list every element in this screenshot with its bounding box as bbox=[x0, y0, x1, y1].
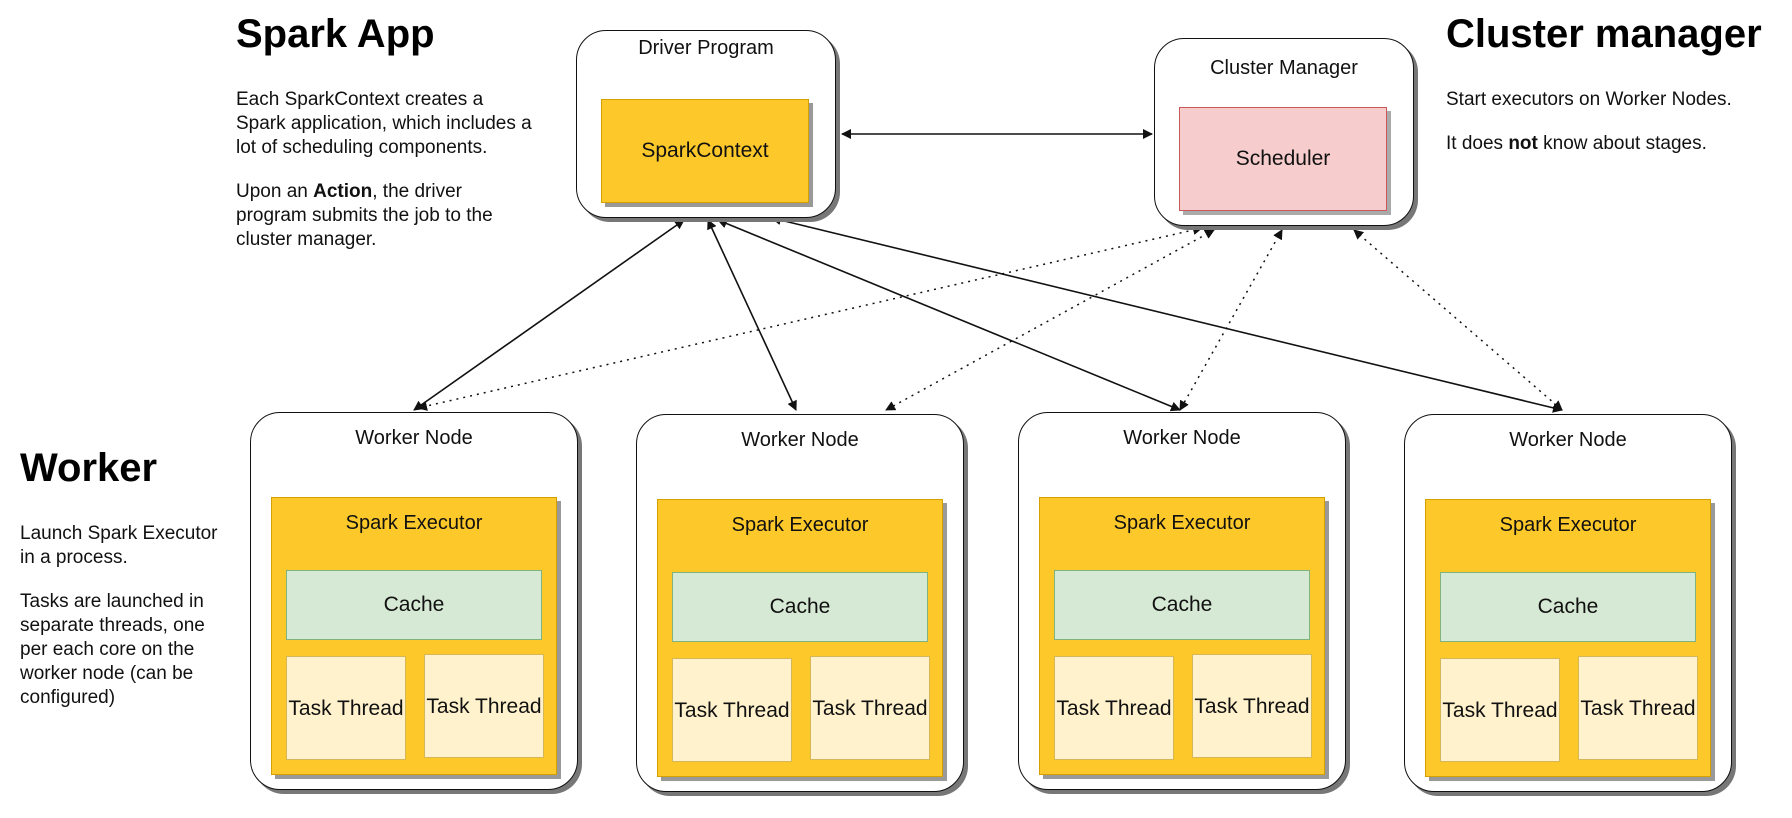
arrow-driver-worker-2 bbox=[707, 219, 797, 411]
cache-label: Cache bbox=[1537, 595, 1599, 618]
task-thread-box: Task Thread bbox=[1192, 654, 1312, 758]
scheduler-label: Scheduler bbox=[1235, 147, 1331, 170]
arrow-driver-worker-3 bbox=[717, 218, 1181, 412]
worker-node-1: Worker Node Spark Executor Cache Task Th… bbox=[250, 412, 578, 790]
task-thread-box: Task Thread bbox=[424, 654, 544, 758]
task-thread-box: Task Thread bbox=[286, 656, 406, 760]
cache-box: Cache bbox=[1440, 572, 1696, 642]
worker-node-2: Worker Node Spark Executor Cache Task Th… bbox=[636, 414, 964, 792]
cluster-para-2-pre: It does bbox=[1446, 133, 1509, 154]
cluster-para-2-bold: not bbox=[1508, 133, 1538, 154]
cache-box: Cache bbox=[1054, 570, 1310, 640]
driver-program-box: Driver Program SparkContext bbox=[576, 30, 836, 218]
worker-description: Launch Spark Executor in a process. Task… bbox=[20, 522, 220, 710]
arrow-cluster-worker-4 bbox=[1353, 229, 1563, 411]
worker-para-2: Tasks are launched in separate threads, … bbox=[20, 591, 205, 708]
task-thread-label: Task Thread bbox=[1580, 696, 1696, 720]
spark-executor-box: Spark Executor Cache Task Thread Task Th… bbox=[657, 499, 943, 777]
spark-app-heading: Spark App bbox=[236, 12, 435, 56]
worker-node-3: Worker Node Spark Executor Cache Task Th… bbox=[1018, 412, 1346, 790]
cluster-manager-heading: Cluster manager bbox=[1446, 12, 1762, 56]
cluster-manager-description: Start executors on Worker Nodes. It does… bbox=[1446, 88, 1786, 156]
spark-executor-label: Spark Executor bbox=[1113, 512, 1251, 534]
cluster-manager-title: Cluster Manager bbox=[1210, 57, 1358, 79]
spark-executor-box: Spark Executor Cache Task Thread Task Th… bbox=[1425, 499, 1711, 777]
task-thread-box: Task Thread bbox=[1578, 656, 1698, 760]
arrow-driver-worker-4 bbox=[771, 215, 1563, 413]
cache-label: Cache bbox=[383, 593, 445, 616]
worker-node-title: Worker Node bbox=[1509, 429, 1627, 451]
spark-app-para-2: Upon an Action, the driver program submi… bbox=[236, 180, 536, 252]
cache-label: Cache bbox=[1151, 593, 1213, 616]
cache-label: Cache bbox=[769, 595, 831, 618]
worker-node-4: Worker Node Spark Executor Cache Task Th… bbox=[1404, 414, 1732, 792]
task-thread-label: Task Thread bbox=[1442, 698, 1558, 722]
task-thread-box: Task Thread bbox=[1440, 658, 1560, 762]
task-thread-label: Task Thread bbox=[674, 698, 790, 722]
task-thread-label: Task Thread bbox=[288, 696, 404, 720]
spark-executor-label: Spark Executor bbox=[1499, 514, 1637, 536]
arrow-driver-worker-1 bbox=[413, 219, 685, 411]
arrow-cluster-worker-3 bbox=[1179, 229, 1283, 411]
cluster-manager-box: Cluster Manager Scheduler bbox=[1154, 38, 1414, 226]
spark-executor-box: Spark Executor Cache Task Thread Task Th… bbox=[1039, 497, 1325, 775]
worker-heading: Worker bbox=[20, 446, 158, 490]
spark-app-para-1: Each SparkContext creates a Spark applic… bbox=[236, 89, 532, 158]
task-thread-box: Task Thread bbox=[672, 658, 792, 762]
cluster-para-1: Start executors on Worker Nodes. bbox=[1446, 89, 1732, 110]
spark-app-para-2-bold: Action bbox=[313, 181, 373, 202]
cache-box: Cache bbox=[672, 572, 928, 642]
task-thread-label: Task Thread bbox=[426, 694, 542, 718]
spark-context-label: SparkContext bbox=[641, 139, 769, 162]
task-thread-label: Task Thread bbox=[812, 696, 928, 720]
cache-box: Cache bbox=[286, 570, 542, 640]
task-thread-label: Task Thread bbox=[1056, 696, 1172, 720]
scheduler-box: Scheduler bbox=[1179, 107, 1387, 211]
spark-app-description: Each SparkContext creates a Spark applic… bbox=[236, 88, 536, 274]
worker-node-title: Worker Node bbox=[741, 429, 859, 451]
spark-executor-label: Spark Executor bbox=[345, 512, 483, 534]
spark-executor-box: Spark Executor Cache Task Thread Task Th… bbox=[271, 497, 557, 775]
driver-program-title: Driver Program bbox=[638, 37, 774, 59]
task-thread-box: Task Thread bbox=[810, 656, 930, 760]
worker-para-1: Launch Spark Executor in a process. bbox=[20, 523, 218, 568]
worker-node-title: Worker Node bbox=[1123, 427, 1241, 449]
task-thread-label: Task Thread bbox=[1194, 694, 1310, 718]
spark-executor-label: Spark Executor bbox=[731, 514, 869, 536]
cluster-para-2: It does not know about stages. bbox=[1446, 132, 1786, 156]
spark-app-para-2-pre: Upon an bbox=[236, 181, 314, 202]
worker-node-title: Worker Node bbox=[355, 427, 473, 449]
arrow-cluster-worker-1 bbox=[417, 225, 1203, 411]
cluster-para-2-post: know about stages. bbox=[1537, 133, 1707, 154]
spark-context-box: SparkContext bbox=[601, 99, 809, 203]
task-thread-box: Task Thread bbox=[1054, 656, 1174, 760]
